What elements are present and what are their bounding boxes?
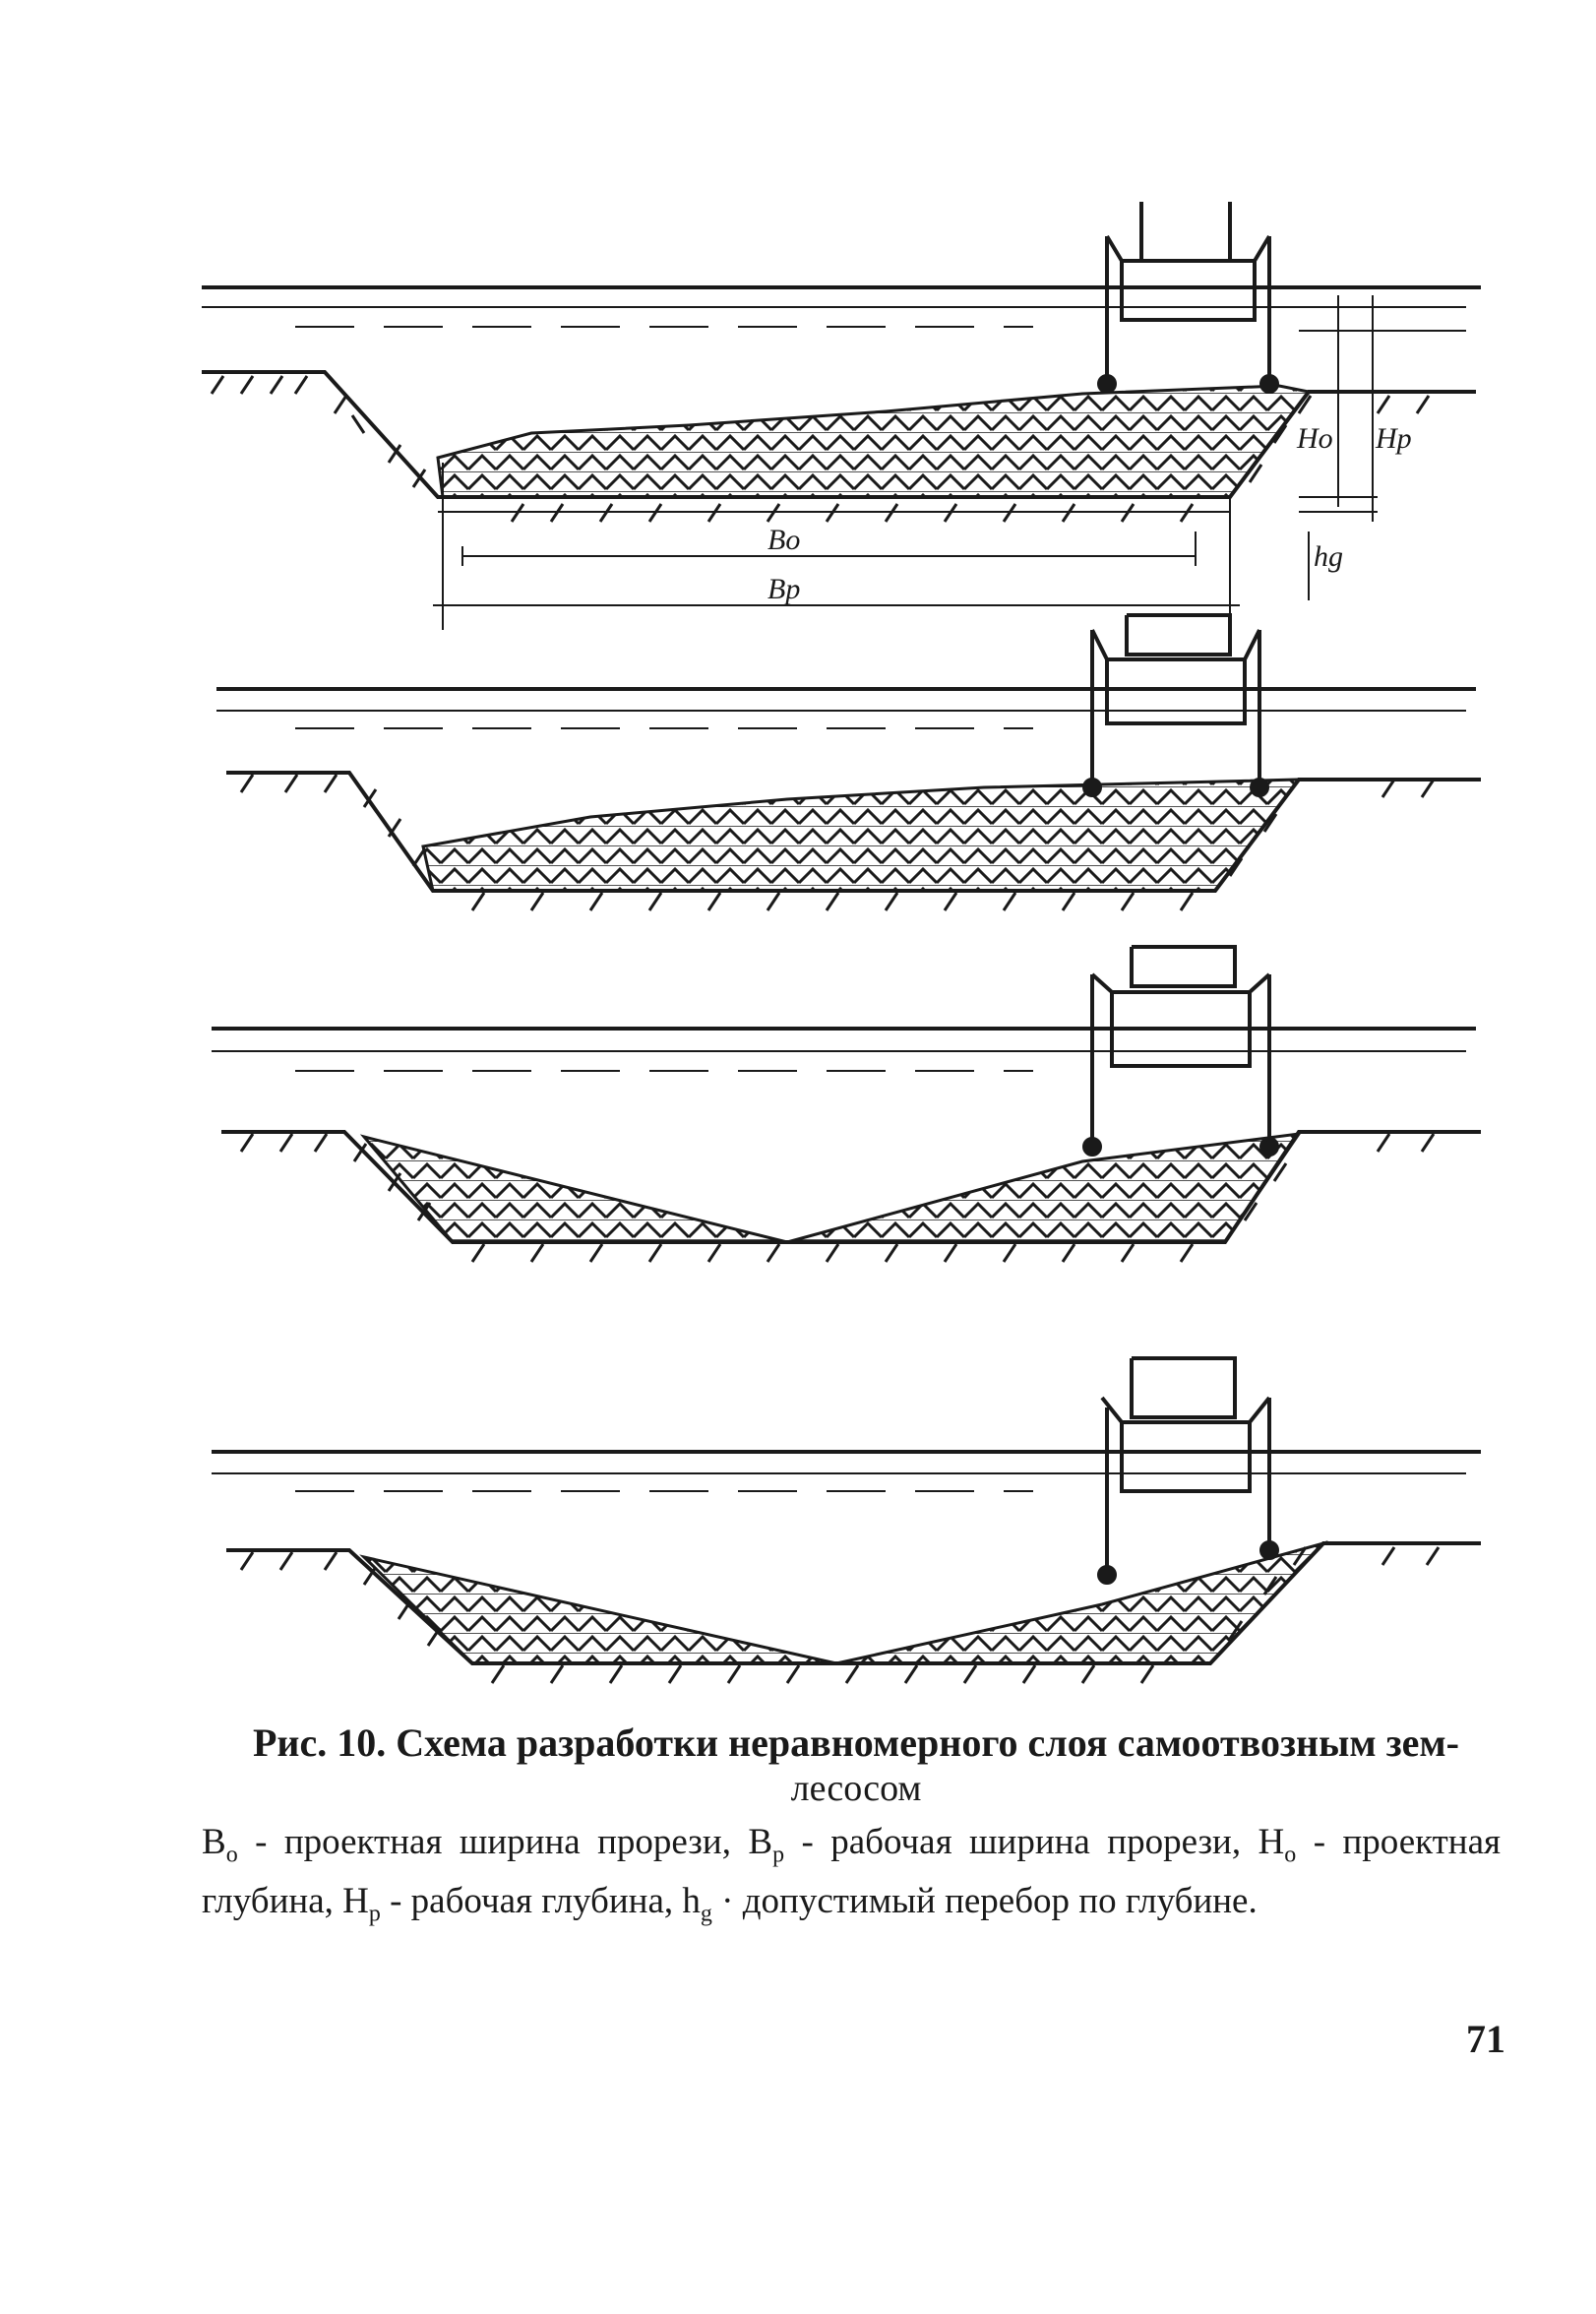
legend-b-p-text: - рабочая ширина прорези, <box>801 1822 1242 1862</box>
panel-3-side-slopes <box>212 945 1481 1263</box>
legend-h-p-sub: p <box>368 1901 381 1927</box>
ground-hatch <box>210 375 1431 523</box>
sediment-layer-left <box>359 1554 837 1665</box>
ground-hatch <box>239 1546 1441 1684</box>
page-number: 71 <box>1466 2017 1505 2061</box>
dredger-vessel <box>1097 1356 1279 1585</box>
legend-h-o-text: - проектная глубина, <box>202 1822 1502 1922</box>
legend-h-g-text: · допустимый перебор по глубине. <box>721 1881 1258 1922</box>
panel-1-uniform-cut <box>202 202 1481 630</box>
dredger-vessel <box>1082 613 1269 797</box>
legend-h-o-symbol: H <box>1258 1822 1285 1862</box>
label-h-o: Ho <box>1296 422 1333 455</box>
sediment-layer-right <box>835 1540 1328 1665</box>
water-surface <box>212 1027 1476 1072</box>
water-surface <box>202 285 1481 332</box>
dredger-vessel <box>1082 945 1279 1157</box>
dredging-scheme-figure: Bo Bp Ho Hp hg <box>202 202 1481 1684</box>
panel-4-final-profile <box>212 1356 1481 1684</box>
caption-title: Рис. 10. Схема разработки неравномерного… <box>253 1720 1459 1765</box>
caption-title-continuation: лесосом <box>790 1768 922 1809</box>
sediment-layer <box>436 384 1312 499</box>
sediment-layer-left <box>359 1134 788 1244</box>
channel-profile <box>226 1541 1481 1665</box>
sediment-layer-right <box>786 1132 1303 1244</box>
legend-h-p-text: - рабочая глубина, <box>390 1881 674 1922</box>
legend-h-o-sub: o <box>1284 1842 1297 1868</box>
legend-h-g-sub: g <box>700 1901 712 1927</box>
legend-b-o-text: - проектная ширина прорези, <box>255 1822 731 1862</box>
water-surface <box>212 1450 1481 1492</box>
legend-b-p-symbol: B <box>748 1822 773 1862</box>
channel-profile <box>221 1130 1481 1244</box>
ground-hatch <box>239 774 1436 911</box>
label-h-p: Hp <box>1375 422 1412 455</box>
label-h-g: hg <box>1314 540 1343 573</box>
sediment-layer <box>421 778 1303 893</box>
label-b-p: Bp <box>767 573 800 605</box>
ground-hatch <box>239 1133 1436 1263</box>
dredger-vessel <box>1097 202 1279 394</box>
legend-b-o-symbol: B <box>202 1822 226 1862</box>
label-b-o: Bo <box>767 524 800 556</box>
channel-profile <box>226 771 1481 893</box>
dimension-lines <box>433 295 1378 630</box>
water-surface <box>216 687 1476 729</box>
channel-profile <box>202 370 1476 499</box>
legend-b-o-sub: o <box>225 1842 238 1868</box>
figure-legend: Bo - проектная ширина прорези, Bp - рабо… <box>202 1819 1501 1938</box>
legend-b-p-sub: p <box>772 1842 785 1868</box>
figure-caption: Рис. 10. Схема разработки неравномерного… <box>212 1720 1501 1811</box>
legend-h-p-symbol: H <box>342 1881 369 1922</box>
panel-2-sloped-layer <box>216 613 1481 911</box>
legend-h-g-symbol: h <box>682 1881 701 1922</box>
